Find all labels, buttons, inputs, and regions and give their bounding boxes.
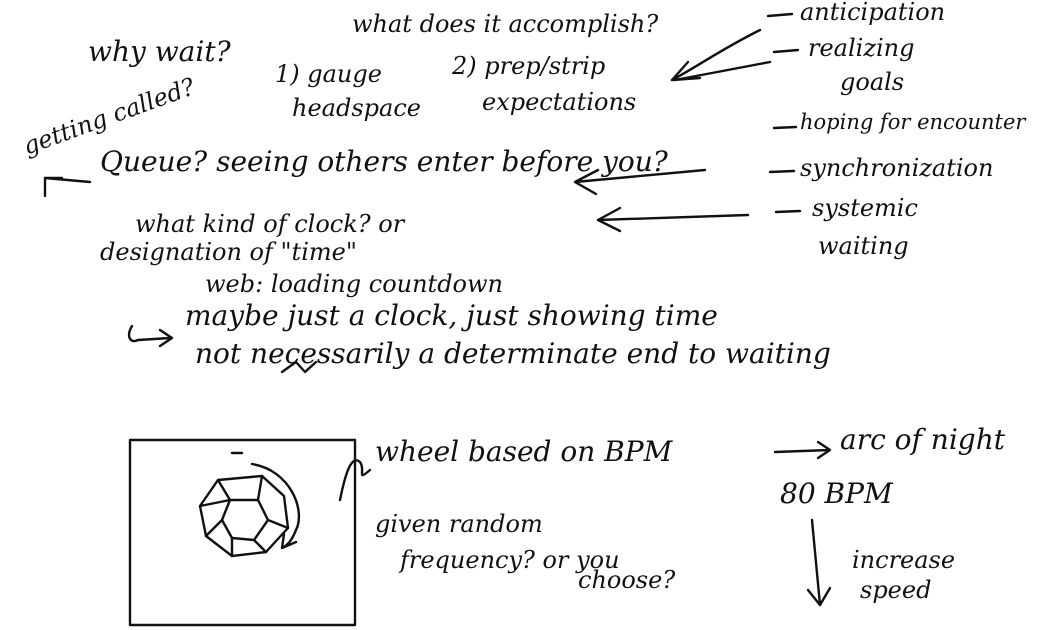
crossed-out-word — [280, 360, 318, 374]
wheel-bpm-text: wheel based on BPM — [375, 435, 673, 468]
squiggle-connector — [338, 459, 372, 502]
dash-systemic — [774, 209, 802, 214]
designation-time-text: designation of "time" — [100, 238, 357, 266]
list-anticipation: anticipation — [800, 0, 946, 26]
dash-realizing — [772, 48, 800, 54]
web-loading-text: web: loading countdown — [205, 270, 504, 298]
what-kind-clock-text: what kind of clock? or — [135, 210, 405, 238]
wheel-spokes — [198, 474, 290, 558]
expectations-text: expectations — [482, 88, 637, 116]
choose-text: choose? — [578, 566, 676, 594]
arrow-to-arc — [773, 440, 832, 460]
arrow-to-clock — [596, 206, 750, 233]
list-hoping-encounter: hoping for encounter — [800, 110, 1026, 134]
dash-anticipation — [766, 12, 794, 18]
queue-text: Queue? seeing others enter before you? — [100, 145, 668, 178]
list-goals: goals — [840, 68, 905, 96]
list-realizing: realizing — [808, 34, 915, 62]
arrow-getting-called — [43, 176, 92, 198]
arrow-to-expectations-line — [673, 60, 772, 82]
hook-arrow — [127, 324, 174, 348]
increase-text: increase — [852, 546, 956, 574]
dash-synchronization — [768, 169, 796, 174]
arrow-to-queue — [573, 168, 707, 196]
speed-text: speed — [860, 576, 932, 604]
maybe-clock-text: maybe just a clock, just showing time — [185, 299, 718, 332]
dash-hoping — [772, 125, 798, 130]
wheel-outer — [198, 474, 290, 558]
frequency-text: frequency? or you — [400, 546, 620, 574]
not-necessarily-text: not necessarily a determinate end to wai… — [195, 337, 831, 370]
given-random-text: given random — [375, 510, 543, 538]
why-wait-text: why wait? — [88, 35, 231, 68]
rotation-arrow — [250, 462, 301, 550]
gauge-text: 1) gauge — [275, 60, 382, 88]
arc-of-night-text: arc of night — [840, 423, 1005, 456]
list-synchronization: synchronization — [800, 154, 994, 182]
arrow-down-speed — [806, 518, 832, 607]
prep-strip-text: 2) prep/strip — [452, 52, 606, 80]
list-waiting: waiting — [818, 232, 909, 260]
wheel-inner — [220, 498, 270, 542]
what-accomplish-text: what does it accomplish? — [352, 10, 659, 38]
headspace-text: headspace — [292, 94, 421, 122]
sketch-frame — [128, 438, 357, 627]
arrow-to-expectations — [670, 28, 762, 82]
bpm-80-text: 80 BPM — [780, 477, 893, 510]
list-systemic: systemic — [812, 194, 918, 222]
